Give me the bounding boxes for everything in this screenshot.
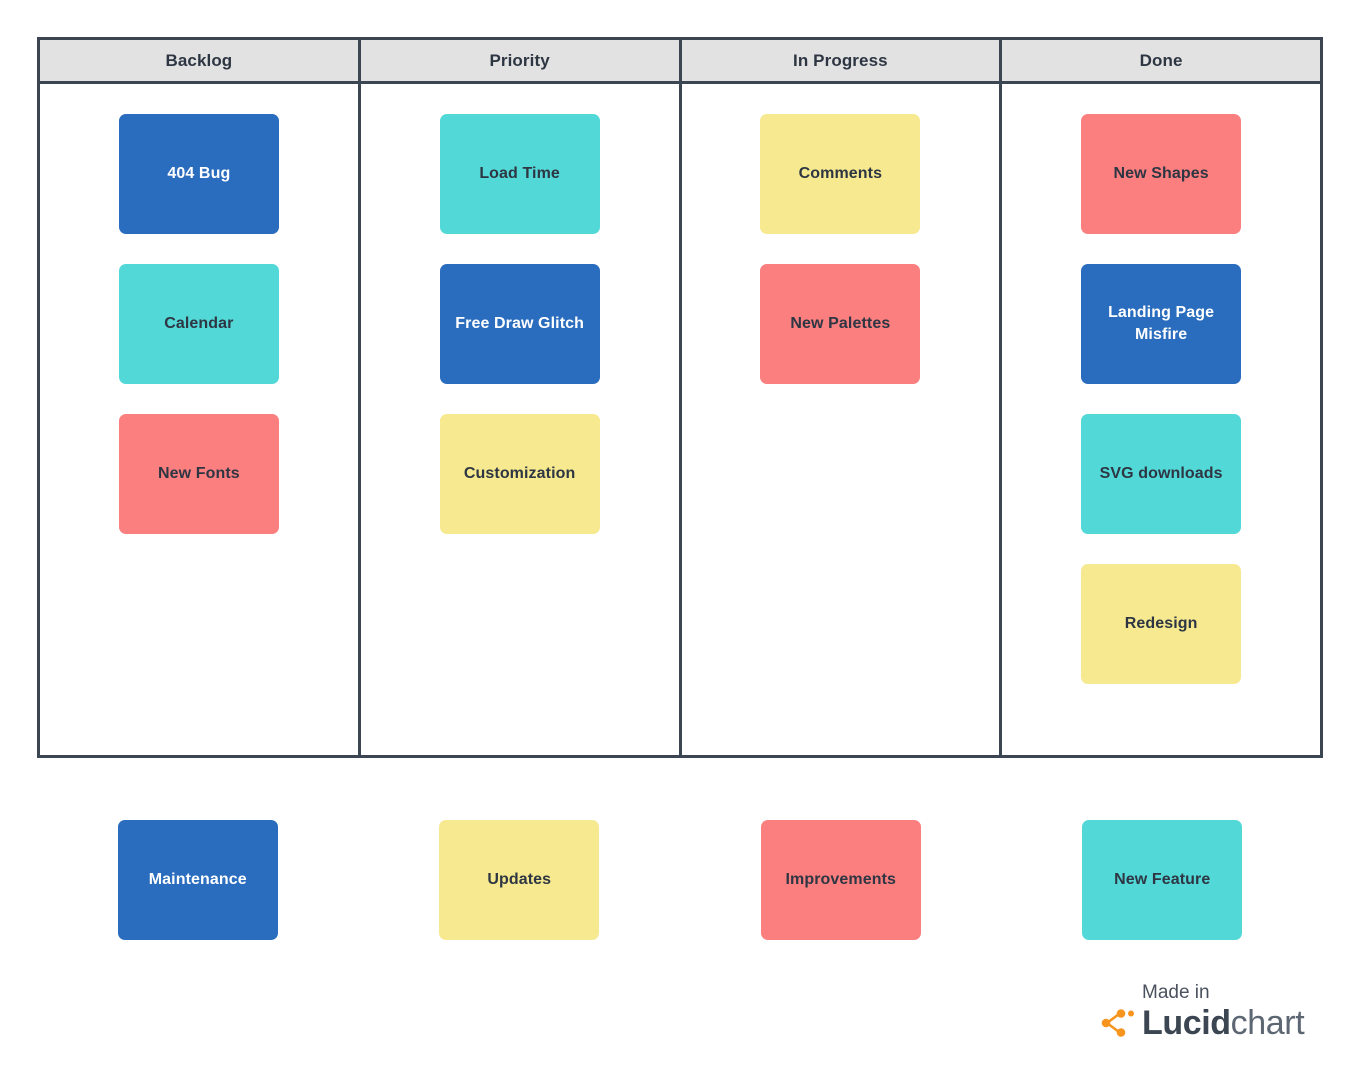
kanban-card[interactable]: 404 Bug [118, 114, 279, 234]
logo-brand-light: chart [1230, 1004, 1305, 1042]
logo-wordmark: Lucidchart [1142, 1004, 1305, 1042]
column-header-priority: Priority [360, 40, 682, 81]
legend-cell: Updates [359, 820, 681, 940]
kanban-card[interactable]: New Shapes [1081, 114, 1242, 234]
column-header-done: Done [1002, 40, 1320, 81]
kanban-card[interactable]: SVG downloads [1081, 414, 1242, 534]
column-header-in-progress: In Progress [681, 40, 1003, 81]
kanban-card[interactable]: Landing Page Misfire [1081, 264, 1242, 384]
legend-card[interactable]: Improvements [760, 820, 921, 940]
kanban-card[interactable]: Customization [439, 414, 600, 534]
legend-card[interactable]: New Feature [1082, 820, 1243, 940]
legend-cell: Maintenance [37, 820, 359, 940]
legend-cell: New Feature [1002, 820, 1324, 940]
kanban-card[interactable]: New Palettes [760, 264, 921, 384]
legend-row: Maintenance Updates Improvements New Featur… [37, 820, 1323, 940]
lucidchart-logo: Made in Lucidchart [1100, 982, 1320, 1040]
logo-made-in-text: Made in [1142, 982, 1210, 1003]
legend-card[interactable]: Updates [439, 820, 600, 940]
logo-brand-bold: Lucid [1142, 1004, 1231, 1042]
kanban-card[interactable]: Comments [760, 114, 921, 234]
kanban-card[interactable]: Redesign [1081, 564, 1242, 684]
legend-card[interactable]: Maintenance [117, 820, 278, 940]
kanban-card[interactable]: Free Draw Glitch [439, 264, 600, 384]
column-header-backlog: Backlog [40, 40, 361, 81]
logo-wordmark-row: Lucidchart [1100, 1004, 1305, 1042]
kanban-card[interactable]: Calendar [118, 264, 279, 384]
kanban-card[interactable]: Load Time [439, 114, 600, 234]
kanban-card[interactable]: New Fonts [118, 414, 279, 534]
lucidchart-mark-icon [1100, 1008, 1134, 1038]
legend-cell: Improvements [680, 820, 1002, 940]
